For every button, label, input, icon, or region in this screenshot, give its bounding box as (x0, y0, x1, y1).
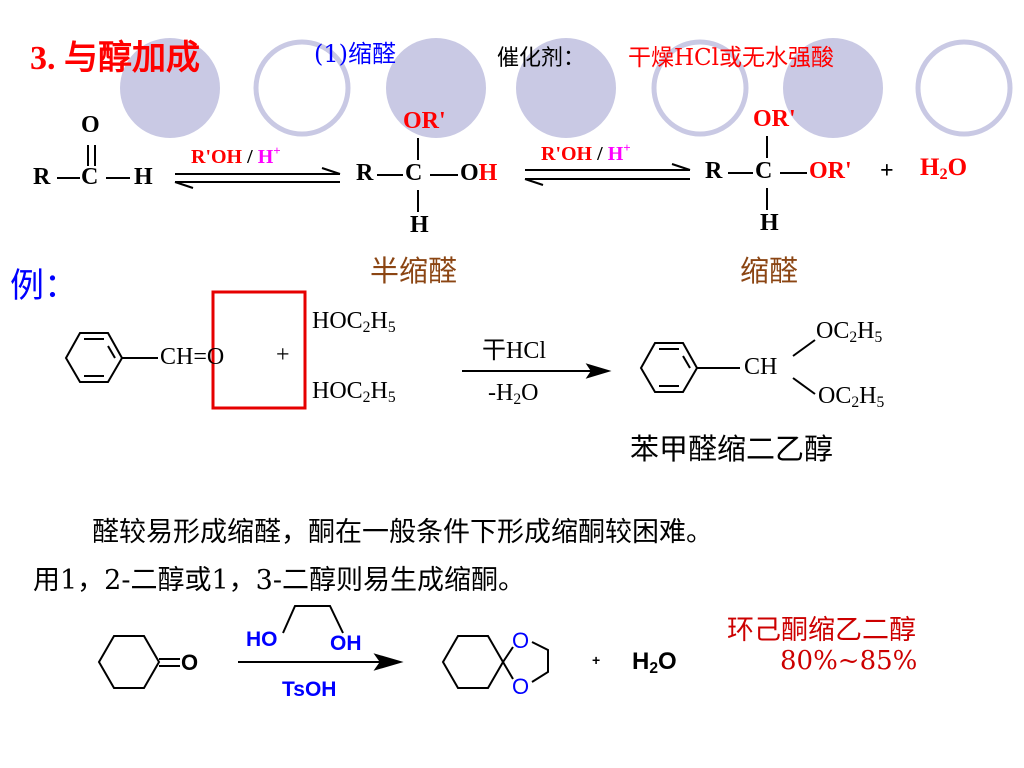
oh-group: OH (460, 160, 498, 186)
bg-circle (516, 38, 616, 138)
eq-arrow-head (671, 163, 691, 171)
paragraph-line-1: 醛较易形成缩醛，酮在一般条件下形成缩酮较困难。 (92, 517, 713, 548)
ethoxy-group: OC2H5 (816, 318, 883, 346)
atom-label: C (81, 164, 99, 190)
bg-ring (915, 39, 1013, 137)
section-title: 3. 与醇加成 (30, 40, 200, 77)
bond-ch-oc (792, 339, 816, 357)
condition-top: 干HCl (482, 338, 547, 364)
dioxolane-bridge (531, 641, 549, 683)
atom-label: H (134, 164, 153, 190)
benzene-inner-bond (682, 355, 691, 369)
condition-bottom: -H2O (488, 380, 539, 408)
bg-circle (386, 38, 486, 138)
water-formula: H2O (920, 154, 968, 183)
bg-circle (120, 38, 220, 138)
plus-sign: + (880, 158, 894, 184)
or-group: OR' (403, 108, 446, 134)
ethoxy-group: OC2H5 (818, 383, 885, 411)
or-group: OR' (753, 106, 796, 132)
product-ch: CH (744, 354, 778, 380)
atom-label: R (705, 158, 723, 184)
reaction-arrow-head (373, 653, 404, 671)
carbonyl-o: O (181, 650, 199, 675)
paragraph-line-2: 用1，2-二醇或1，3-二醇则易生成缩酮。 (33, 565, 525, 596)
atom-label: H (760, 210, 779, 236)
reaction-arrow-head (585, 363, 612, 379)
benzene-ring (639, 342, 699, 393)
reagent-label: R'OH / H+ (191, 143, 281, 168)
atom-label: H (410, 212, 429, 238)
product-name: 环己酮缩乙二醇 (727, 615, 916, 646)
water-formula: H2O (632, 648, 677, 677)
atom-label: R (356, 160, 374, 186)
acetal-name: 缩醛 (740, 254, 799, 288)
atom-label: O (81, 112, 100, 138)
reagent-label: R'OH / H+ (541, 140, 631, 165)
ring-oxygen: O (512, 628, 530, 653)
bg-ring (651, 39, 749, 137)
bond-ch-oc (792, 377, 816, 395)
eq-arrow-head (174, 181, 194, 189)
eq-arrow-head (524, 178, 544, 186)
ethanol-formula: HOC2H5 (312, 378, 396, 406)
bg-circle (783, 38, 883, 138)
eq-arrow-head (321, 167, 341, 175)
ethylene-glycol-chain (282, 605, 344, 634)
yield-label: 80%~85% (780, 646, 918, 676)
plus-sign: + (592, 652, 601, 668)
diol-ho: HO (246, 628, 278, 651)
bond-c-o (502, 661, 514, 680)
hemiacetal-name: 半缩醛 (370, 254, 458, 288)
atom-label: C (405, 160, 423, 186)
subsection-title: (1)缩醛 (314, 40, 396, 68)
cyclohexane-ring (97, 635, 161, 689)
reactant-aldehyde: CH=O (160, 344, 225, 370)
catalyst-tsoh: TsOH (282, 678, 337, 701)
or-group: OR' (809, 158, 852, 184)
catalyst-value: 干燥HCl或无水强酸 (628, 45, 835, 71)
bg-ring (253, 39, 351, 137)
catalyst-label: 催化剂： (497, 46, 586, 71)
atom-label: R (33, 164, 51, 190)
highlight-box (211, 290, 307, 410)
atom-label: C (755, 158, 773, 184)
diol-oh: OH (330, 632, 362, 655)
product-name: 苯甲醛缩二乙醇 (630, 432, 834, 466)
benzene-inner-bond (107, 345, 116, 359)
ring-oxygen: O (512, 674, 530, 699)
ethanol-formula: HOC2H5 (312, 308, 396, 336)
plus-sign: + (276, 342, 290, 368)
example-label: 例： (10, 266, 78, 306)
bond-c-o (502, 646, 514, 663)
cyclohexane-ring (441, 635, 505, 689)
benzene-ring (64, 332, 124, 383)
